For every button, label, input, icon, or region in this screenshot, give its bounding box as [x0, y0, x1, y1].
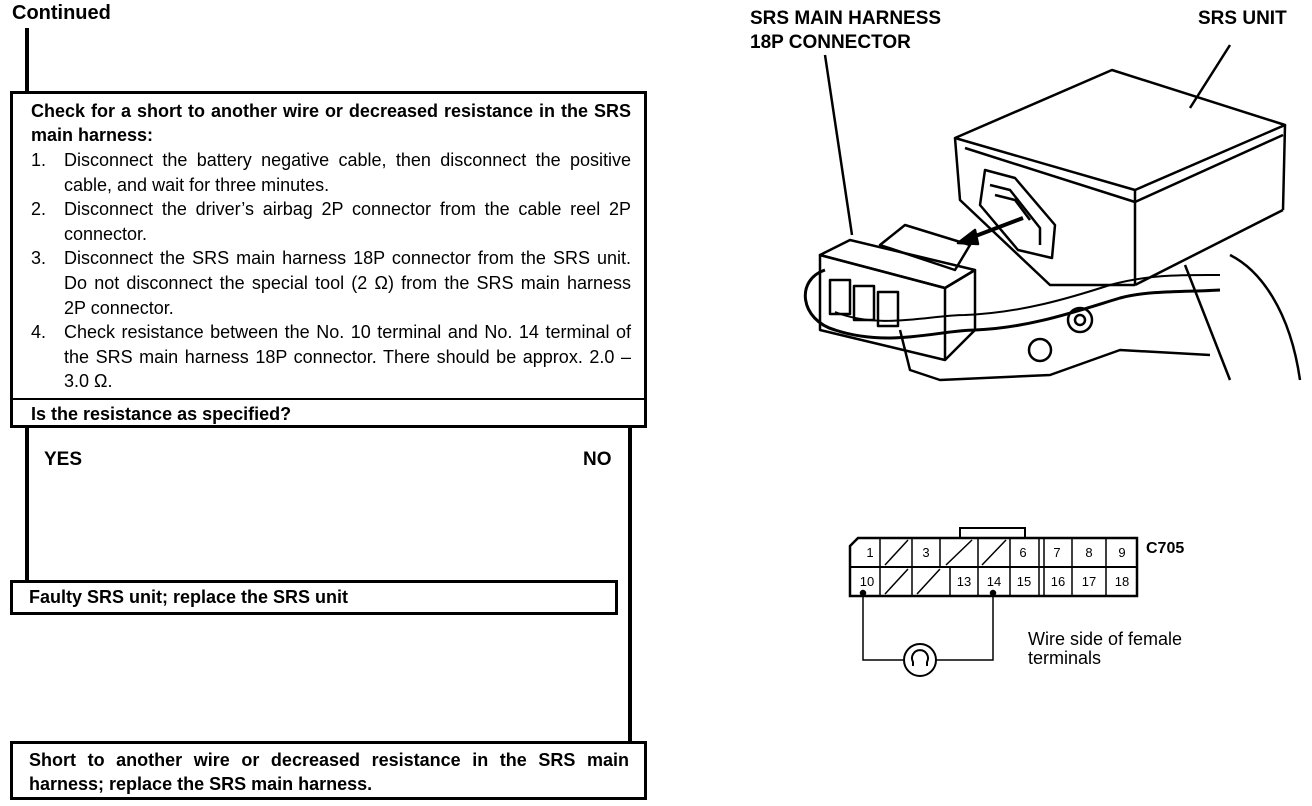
- svg-text:16: 16: [1051, 574, 1065, 589]
- check-steps: 1.Disconnect the battery negative cable,…: [31, 148, 631, 394]
- result-box-yes: Faulty SRS unit; replace the SRS unit: [10, 580, 618, 615]
- terminal-7: 7: [1053, 545, 1060, 560]
- harness-connector-label: SRS MAIN HARNESS 18P CONNECTOR: [750, 8, 942, 53]
- blank-terminal: [916, 568, 941, 595]
- svg-text:9: 9: [1118, 545, 1125, 560]
- result-yes-text: Faulty SRS unit; replace the SRS unit: [29, 587, 349, 607]
- disconnect-arrow: [956, 216, 1024, 246]
- mounting-bracket: [898, 253, 1302, 382]
- svg-text:8: 8: [1085, 545, 1092, 560]
- svg-text:13: 13: [957, 574, 971, 589]
- terminal-16: 16: [1051, 574, 1065, 589]
- terminal-10: 10: [860, 574, 874, 589]
- result-no-text: Short to another wire or decreased resis…: [29, 750, 629, 794]
- connector-row-1: 1 3 6 7 8 9: [866, 538, 1126, 567]
- no-label: NO: [583, 449, 612, 470]
- connector-id: C705: [1146, 540, 1184, 557]
- terminal-1: 1: [866, 545, 873, 560]
- terminal-18: 18: [1115, 574, 1129, 589]
- srs-unit-illustration: [803, 44, 1302, 382]
- unit-socket: [978, 168, 1057, 260]
- test-leads: [859, 589, 997, 677]
- svg-text:1: 1: [866, 545, 873, 560]
- continued-label: Continued: [12, 2, 111, 24]
- svg-text:3: 3: [922, 545, 929, 560]
- terminal-13: 13: [957, 574, 971, 589]
- result-box-no: Short to another wire or decreased resis…: [10, 741, 647, 800]
- step-item: 1.Disconnect the battery negative cable,…: [31, 150, 631, 195]
- terminal-14: 14: [987, 574, 1001, 589]
- connector-latch: [959, 527, 1026, 538]
- step-item: 3.Disconnect the SRS main harness 18P co…: [31, 248, 631, 318]
- connector-caption: Wire side of female terminals: [1028, 629, 1183, 668]
- ohmmeter-icon: [903, 643, 937, 677]
- blank-terminal: [884, 539, 909, 566]
- unit-leader-line: [1188, 44, 1232, 109]
- check-title: Check for a short to another wire or dec…: [31, 101, 631, 145]
- terminal-6: 6: [1019, 545, 1026, 560]
- terminal-15: 15: [1017, 574, 1031, 589]
- step-item: 2.Disconnect the driver’s airbag 2P conn…: [31, 199, 631, 244]
- check-box: Check for a short to another wire or dec…: [10, 91, 647, 428]
- terminal-17: 17: [1082, 574, 1096, 589]
- svg-text:10: 10: [860, 574, 874, 589]
- harness-leader-line: [823, 54, 854, 236]
- svg-text:18: 18: [1115, 574, 1129, 589]
- terminal-9: 9: [1118, 545, 1125, 560]
- svg-text:7: 7: [1053, 545, 1060, 560]
- c705-connector-diagram: 1 3 6 7 8 9 10 13 14 15 16 17: [848, 527, 1184, 677]
- svg-text:17: 17: [1082, 574, 1096, 589]
- question-divider: [13, 398, 644, 400]
- terminal-3: 3: [922, 545, 929, 560]
- harness-cable: [803, 268, 1221, 340]
- svg-text:14: 14: [987, 574, 1001, 589]
- blank-terminal: [981, 539, 1007, 566]
- yes-label: YES: [44, 449, 83, 470]
- connector-row-2: 10 13 14 15 16 17 18: [860, 567, 1129, 596]
- srs-unit-label: SRS UNIT: [1198, 8, 1287, 29]
- step-item: 4.Check resistance between the No. 10 te…: [31, 322, 631, 392]
- check-question: Is the resistance as specified?: [31, 404, 292, 424]
- svg-text:6: 6: [1019, 545, 1026, 560]
- srs-unit-box: [953, 68, 1287, 287]
- svg-text:15: 15: [1017, 574, 1031, 589]
- harness-18p-connector: [818, 223, 977, 362]
- blank-terminal: [884, 568, 909, 595]
- blank-terminal: [945, 539, 973, 566]
- terminal-8: 8: [1085, 545, 1092, 560]
